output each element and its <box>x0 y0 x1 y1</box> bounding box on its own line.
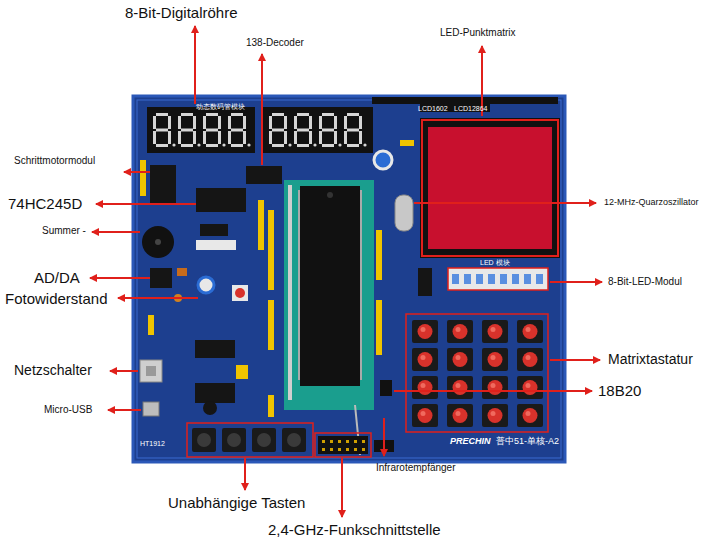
part-label: Micro-USB <box>44 404 92 416</box>
part-label: Schrittmotormodul <box>14 155 95 167</box>
part-label: Netzschalter <box>14 362 92 378</box>
part-label: Fotowiderstand <box>5 290 108 307</box>
part-label: 12-MHz-Quarzoszillator <box>604 197 699 207</box>
part-label: LED-Punktmatrix <box>440 27 516 39</box>
silkscreen-text: 动态数码管模块 <box>196 103 245 111</box>
part-label: 18B20 <box>598 382 641 399</box>
part-label: 138-Decoder <box>246 37 304 49</box>
silkscreen-text: HT1912 <box>140 440 165 448</box>
part-label: 8-Bit-LED-Modul <box>608 276 682 288</box>
silkscreen-text: PRECHIN <box>450 436 491 446</box>
silkscreen-text: 普中51-单核-A2 <box>496 436 559 446</box>
part-label: Summer - <box>42 225 86 237</box>
silkscreen-text: LED 模块 <box>480 259 510 267</box>
part-label: Unabhängige Tasten <box>168 494 305 511</box>
part-label: 2,4-GHz-Funkschnittstelle <box>268 521 441 538</box>
part-label: Infrarotempfänger <box>376 462 456 474</box>
part-label: AD/DA <box>34 269 80 286</box>
part-label: 74HC245D <box>8 195 82 212</box>
silkscreen-text: LCD1602 <box>418 105 448 113</box>
part-label: 8-Bit-Digitalröhre <box>125 4 238 21</box>
part-label: Matrixtastatur <box>608 351 693 367</box>
silkscreen-text: LCD12864 <box>454 105 487 113</box>
